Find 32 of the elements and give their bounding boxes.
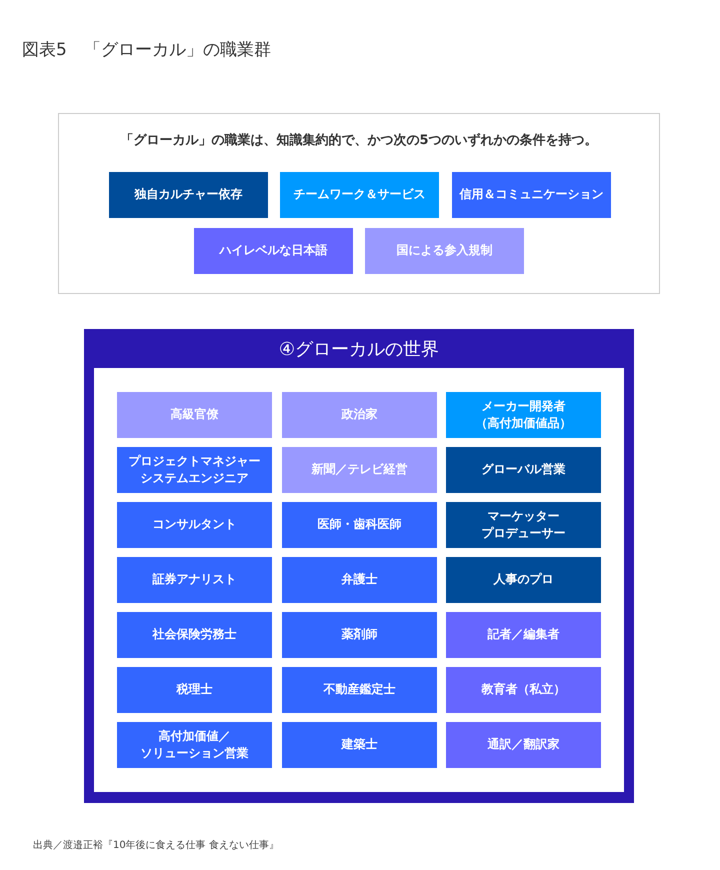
occupation-box: グローバル営業 <box>446 447 601 493</box>
occupation-box: メーカー開発者（高付加価値品） <box>446 392 601 438</box>
panel-heading: ④グローカルの世界 <box>278 338 440 361</box>
occupation-box: 記者／編集者 <box>446 612 601 658</box>
condition-box: 独自カルチャー依存 <box>109 172 268 218</box>
occupation-box: マーケッタープロデューサー <box>446 502 601 548</box>
occupation-box: 医師・歯科医師 <box>282 502 437 548</box>
occupation-box: 薬剤師 <box>282 612 437 658</box>
occupation-box: プロジェクトマネジャーシステムエンジニア <box>117 447 272 493</box>
occupation-box: 税理士 <box>117 667 272 713</box>
occupation-box: 社会保険労務士 <box>117 612 272 658</box>
condition-box: 信用＆コミュニケーション <box>452 172 611 218</box>
condition-box: 国による参入規制 <box>365 228 524 274</box>
condition-box: ハイレベルな日本語 <box>194 228 353 274</box>
occupation-box: 政治家 <box>282 392 437 438</box>
conditions-panel <box>58 113 660 294</box>
source-note: 出典／渡邉正裕『10年後に食える仕事 食えない仕事』 <box>33 838 279 852</box>
occupation-box: 新聞／テレビ経営 <box>282 447 437 493</box>
occupation-box: 高級官僚 <box>117 392 272 438</box>
occupation-box: 高付加価値／ソリューション営業 <box>117 722 272 768</box>
occupation-box: 人事のプロ <box>446 557 601 603</box>
occupation-box: 通訳／翻訳家 <box>446 722 601 768</box>
condition-box: チームワーク＆サービス <box>280 172 439 218</box>
occupation-box: 証券アナリスト <box>117 557 272 603</box>
figure-title: 図表5 「グローカル」の職業群 <box>22 39 271 61</box>
occupation-box: 建築士 <box>282 722 437 768</box>
occupation-box: 弁護士 <box>282 557 437 603</box>
world-panel <box>84 329 634 803</box>
panel-heading: 「グローカル」の職業は、知識集約的で、かつ次の5つのいずれかの条件を持つ。 <box>119 132 599 149</box>
occupation-box: コンサルタント <box>117 502 272 548</box>
occupation-box: 教育者（私立） <box>446 667 601 713</box>
occupation-box: 不動産鑑定士 <box>282 667 437 713</box>
